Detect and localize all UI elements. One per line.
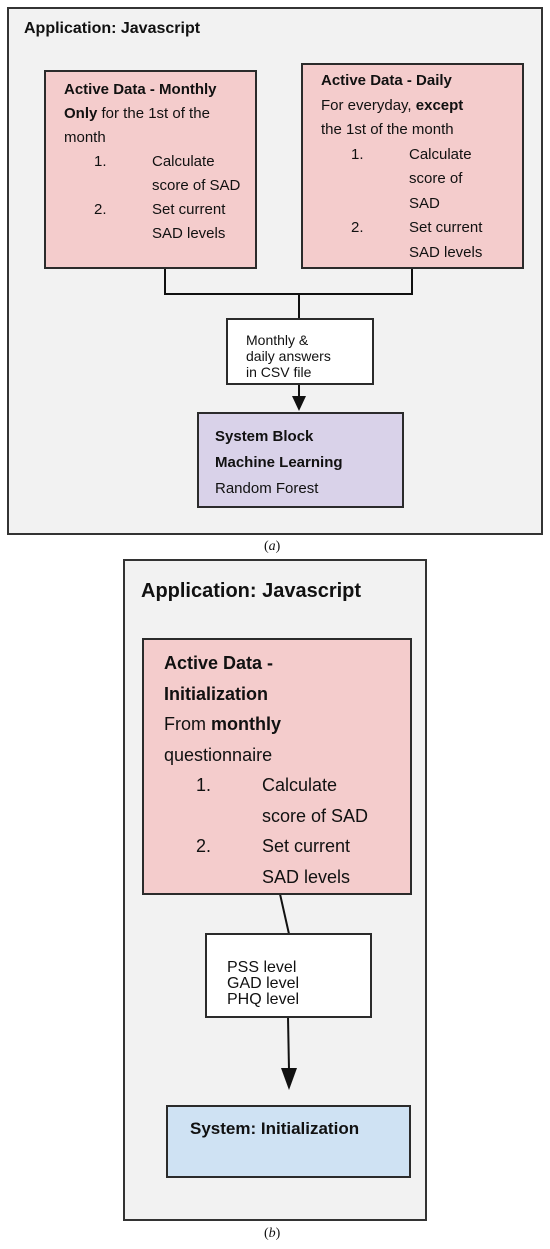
csv-line-1: Monthly &: [246, 332, 309, 348]
daily-line-2-pre: For everyday,: [321, 96, 416, 114]
step-number: 1.: [94, 153, 107, 170]
monthly-heading: Active Data - Monthly: [64, 81, 217, 98]
step-text: score of SAD: [152, 177, 241, 194]
monthly-only-text: Only: [64, 105, 98, 122]
step-text: Calculate: [152, 153, 215, 170]
monthly-step-2: 2. Set current SAD levels: [64, 198, 247, 246]
step-number: 2.: [94, 201, 107, 218]
pss-level: PSS level: [227, 959, 297, 976]
phq-level: PHQ level: [227, 991, 300, 1008]
caption-paren: (: [264, 539, 269, 554]
gad-level: GAD level: [227, 975, 300, 992]
step-text: score of SAD: [262, 805, 369, 826]
daily-except-text: except: [415, 96, 464, 114]
system-random-forest: Random Forest: [215, 480, 319, 497]
csv-answers-box: Monthly & daily answers in CSV file: [226, 318, 374, 385]
caption-letter: b: [268, 1226, 276, 1241]
init-step-1: 1. Calculate score of SAD: [164, 770, 402, 831]
init-heading-2: Initialization: [164, 683, 269, 704]
init-heading-1: Active Data -: [164, 653, 274, 673]
csv-line-3: in CSV file: [246, 364, 312, 380]
step-text: SAD: [409, 194, 440, 212]
caption-paren: ): [275, 1226, 281, 1241]
arrowhead-a: [292, 396, 306, 411]
init-step-2: 2. Set current SAD levels: [164, 831, 402, 892]
daily-heading: Active Data - Daily: [321, 72, 452, 89]
init-monthly-text: monthly: [211, 714, 281, 734]
init-line-4: questionnaire: [164, 744, 273, 765]
system-block-title: System Block: [215, 428, 314, 445]
connector-to-init: [287, 1016, 290, 1071]
caption-paren: ): [275, 539, 281, 554]
step-text: Set current: [152, 201, 226, 218]
active-data-initialization-box: Active Data - Initialization From monthl…: [142, 638, 412, 895]
step-number: 1.: [351, 145, 364, 163]
init-line-3-pre: From: [164, 714, 211, 734]
daily-line-3: the 1st of the month: [321, 121, 454, 138]
monthly-line-2-rest: for the 1st of the: [97, 105, 210, 122]
step-text: Calculate: [409, 145, 472, 163]
connector-to-levels: [279, 893, 290, 935]
system-block-ml-box: System Block Machine Learning Random For…: [197, 412, 404, 508]
system-initialization-box: System: Initialization: [166, 1105, 411, 1178]
daily-step-2: 2. Set current SAD levels: [321, 216, 514, 265]
init-line-3: From monthly: [164, 709, 402, 740]
active-data-monthly-box: Active Data - Monthly Only for the 1st o…: [44, 70, 257, 269]
caption-a: (a): [264, 539, 280, 555]
step-text: SAD levels: [152, 225, 226, 242]
csv-line-2: daily answers: [246, 348, 331, 364]
daily-step-1: 1. Calculate score of SAD: [321, 143, 514, 217]
step-text: score of: [409, 170, 463, 187]
step-text: SAD levels: [409, 243, 483, 261]
step-text: Calculate: [262, 775, 338, 795]
step-number: 2.: [196, 836, 212, 856]
step-text: Set current: [409, 219, 483, 236]
step-text: Set current: [262, 836, 351, 856]
step-number: 2.: [351, 219, 364, 236]
levels-box: PSS level GAD level PHQ level: [205, 933, 372, 1018]
panel-b-title: Application: Javascript: [141, 580, 362, 602]
step-number: 1.: [196, 775, 212, 795]
active-data-daily-box: Active Data - Daily For everyday, except…: [301, 63, 524, 269]
step-text: SAD levels: [262, 866, 351, 887]
panel-a-title: Application: Javascript: [24, 20, 201, 37]
arrowhead-b: [281, 1068, 297, 1090]
monthly-line-2: Only for the 1st of the: [64, 102, 247, 126]
daily-line-2: For everyday, except: [321, 94, 514, 119]
system-ml-title: Machine Learning: [215, 454, 343, 471]
caption-b: (b): [264, 1226, 280, 1242]
caption-letter: a: [268, 539, 276, 554]
monthly-step-1: 1. Calculate score of SAD: [64, 150, 247, 198]
monthly-line-3: month: [64, 129, 106, 146]
system-initialization-title: System: Initialization: [190, 1119, 360, 1138]
caption-paren: (: [264, 1226, 269, 1241]
